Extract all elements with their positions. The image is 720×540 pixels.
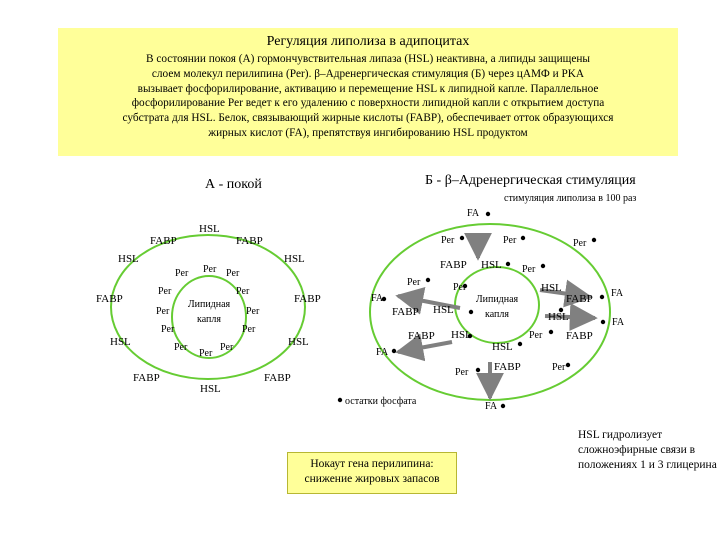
- phosphate-dot: [591, 237, 597, 243]
- knockout-line: Нокаут гена перилипина:: [310, 458, 434, 470]
- droplet-label: капля: [197, 314, 221, 325]
- per-label: Per: [573, 238, 587, 249]
- phosphate-dot: [425, 277, 431, 283]
- phosphate-dot: [517, 341, 523, 347]
- info-line: вызывает фосфорилирование, активацию и п…: [137, 82, 599, 95]
- info-line: слоем молекул перилипина (Per). β–Адрене…: [151, 67, 585, 80]
- per-label: Per: [503, 235, 517, 246]
- per-label: Per: [199, 348, 213, 359]
- flow-arrow: [539, 279, 593, 308]
- phosphate-dot: [485, 211, 491, 217]
- per-label: Per: [552, 362, 566, 373]
- fabp-label: FABP: [96, 293, 123, 305]
- per-label: Per: [407, 277, 421, 288]
- phosphate-dot: [462, 283, 468, 289]
- panel-b-title: Б - β–Адренергическая стимуляция: [425, 173, 636, 188]
- per-label: Per: [242, 324, 256, 335]
- hsl-note: HSL гидролизует сложноэфирные связи в по…: [578, 429, 717, 471]
- phosphate-dot: [459, 235, 465, 241]
- panel-b-subtitle: стимуляция липолиза в 100 раз: [504, 193, 637, 204]
- info-box: Регуляция липолиза в адипоцитах В состоя…: [58, 28, 678, 156]
- per-label: Per: [455, 367, 469, 378]
- flow-arrow: [544, 303, 598, 331]
- hsl-label: HSL: [492, 341, 513, 353]
- fa-label: FA: [485, 401, 498, 412]
- phosphate-dot: [565, 362, 571, 368]
- per-label: Per: [236, 286, 250, 297]
- hsl-label: HSL: [199, 223, 220, 235]
- lipid-droplet-a: [171, 275, 247, 359]
- hsl-label: HSL: [548, 311, 569, 323]
- membrane-ring-a: [110, 234, 306, 380]
- per-label: Per: [174, 342, 188, 353]
- phosphate-dot: [505, 261, 511, 267]
- phosphate-dot: [558, 307, 564, 313]
- phosphate-dot: [599, 294, 605, 300]
- knockout-note: Нокаут гена перилипина: снижение жировых…: [287, 452, 457, 494]
- flow-arrow: [395, 287, 461, 315]
- page-title: Регуляция липолиза в адипоцитах: [266, 34, 470, 49]
- per-label: Per: [522, 264, 536, 275]
- hsl-label: HSL: [481, 259, 502, 271]
- fabp-label: FABP: [264, 372, 291, 384]
- hsl-label: HSL: [118, 253, 139, 265]
- hsl-label: HSL: [451, 329, 472, 341]
- droplet-label: Липидная: [188, 299, 231, 310]
- phosphate-dot: [500, 403, 506, 409]
- info-line: жирных кислот (FA), препятствуя ингибиро…: [208, 126, 528, 139]
- per-label: Per: [203, 264, 217, 275]
- fabp-label: FABP: [392, 306, 419, 318]
- phosphate-dot: [600, 319, 606, 325]
- hsl-label: HSL: [284, 253, 305, 265]
- fabp-label: FABP: [150, 235, 177, 247]
- fa-label: FA: [376, 347, 389, 358]
- fabp-label: FABP: [440, 259, 467, 271]
- phosphate-dot: [391, 348, 397, 354]
- droplet-label: Липидная: [476, 294, 519, 305]
- fabp-label: FABP: [566, 293, 593, 305]
- phosphate-dot: [475, 367, 481, 373]
- fabp-label: FABP: [294, 293, 321, 305]
- per-label: Per: [529, 330, 543, 341]
- droplet-label: капля: [485, 309, 509, 320]
- phosphate-dot: [520, 235, 526, 241]
- info-line: фосфорилирование Per ведет к его удалени…: [131, 97, 605, 110]
- phosphate-legend-label: остатки фосфата: [345, 396, 417, 407]
- fa-label: FA: [371, 293, 384, 304]
- fabp-label: FABP: [566, 330, 593, 342]
- hsl-label: HSL: [200, 383, 221, 395]
- fabp-label: FABP: [494, 361, 521, 373]
- fabp-label: FABP: [236, 235, 263, 247]
- phosphate-legend-dot: [337, 397, 343, 403]
- phosphate-dot: [467, 333, 473, 339]
- phosphate-dot: [468, 309, 474, 315]
- phosphate-dot: [548, 329, 554, 335]
- per-label: Per: [161, 324, 175, 335]
- phosphate-dot: [540, 263, 546, 269]
- fabp-label: FABP: [408, 330, 435, 342]
- flow-arrow: [395, 333, 453, 362]
- panel-a-title: А - покой: [205, 177, 262, 192]
- fa-label: FA: [612, 317, 625, 328]
- per-label: Per: [158, 286, 172, 297]
- fa-label: FA: [467, 208, 480, 219]
- hsl-label: HSL: [541, 282, 562, 294]
- hsl-label: HSL: [433, 304, 454, 316]
- hsl-label: HSL: [110, 336, 131, 348]
- hsl-label: HSL: [288, 336, 309, 348]
- per-label: Per: [226, 268, 240, 279]
- fa-label: FA: [611, 288, 624, 299]
- per-label: Per: [453, 282, 467, 293]
- per-label: Per: [175, 268, 189, 279]
- phosphate-dot: [381, 296, 387, 302]
- knockout-line: снижение жировых запасов: [304, 473, 440, 485]
- info-line: В состоянии покоя (А) гормончувствительн…: [146, 53, 590, 65]
- per-label: Per: [441, 235, 455, 246]
- per-label: Per: [220, 342, 234, 353]
- per-label: Per: [156, 306, 170, 317]
- fabp-label: FABP: [133, 372, 160, 384]
- per-label: Per: [246, 306, 260, 317]
- info-line: субстрата для HSL. Белок, связывающий жи…: [122, 112, 614, 125]
